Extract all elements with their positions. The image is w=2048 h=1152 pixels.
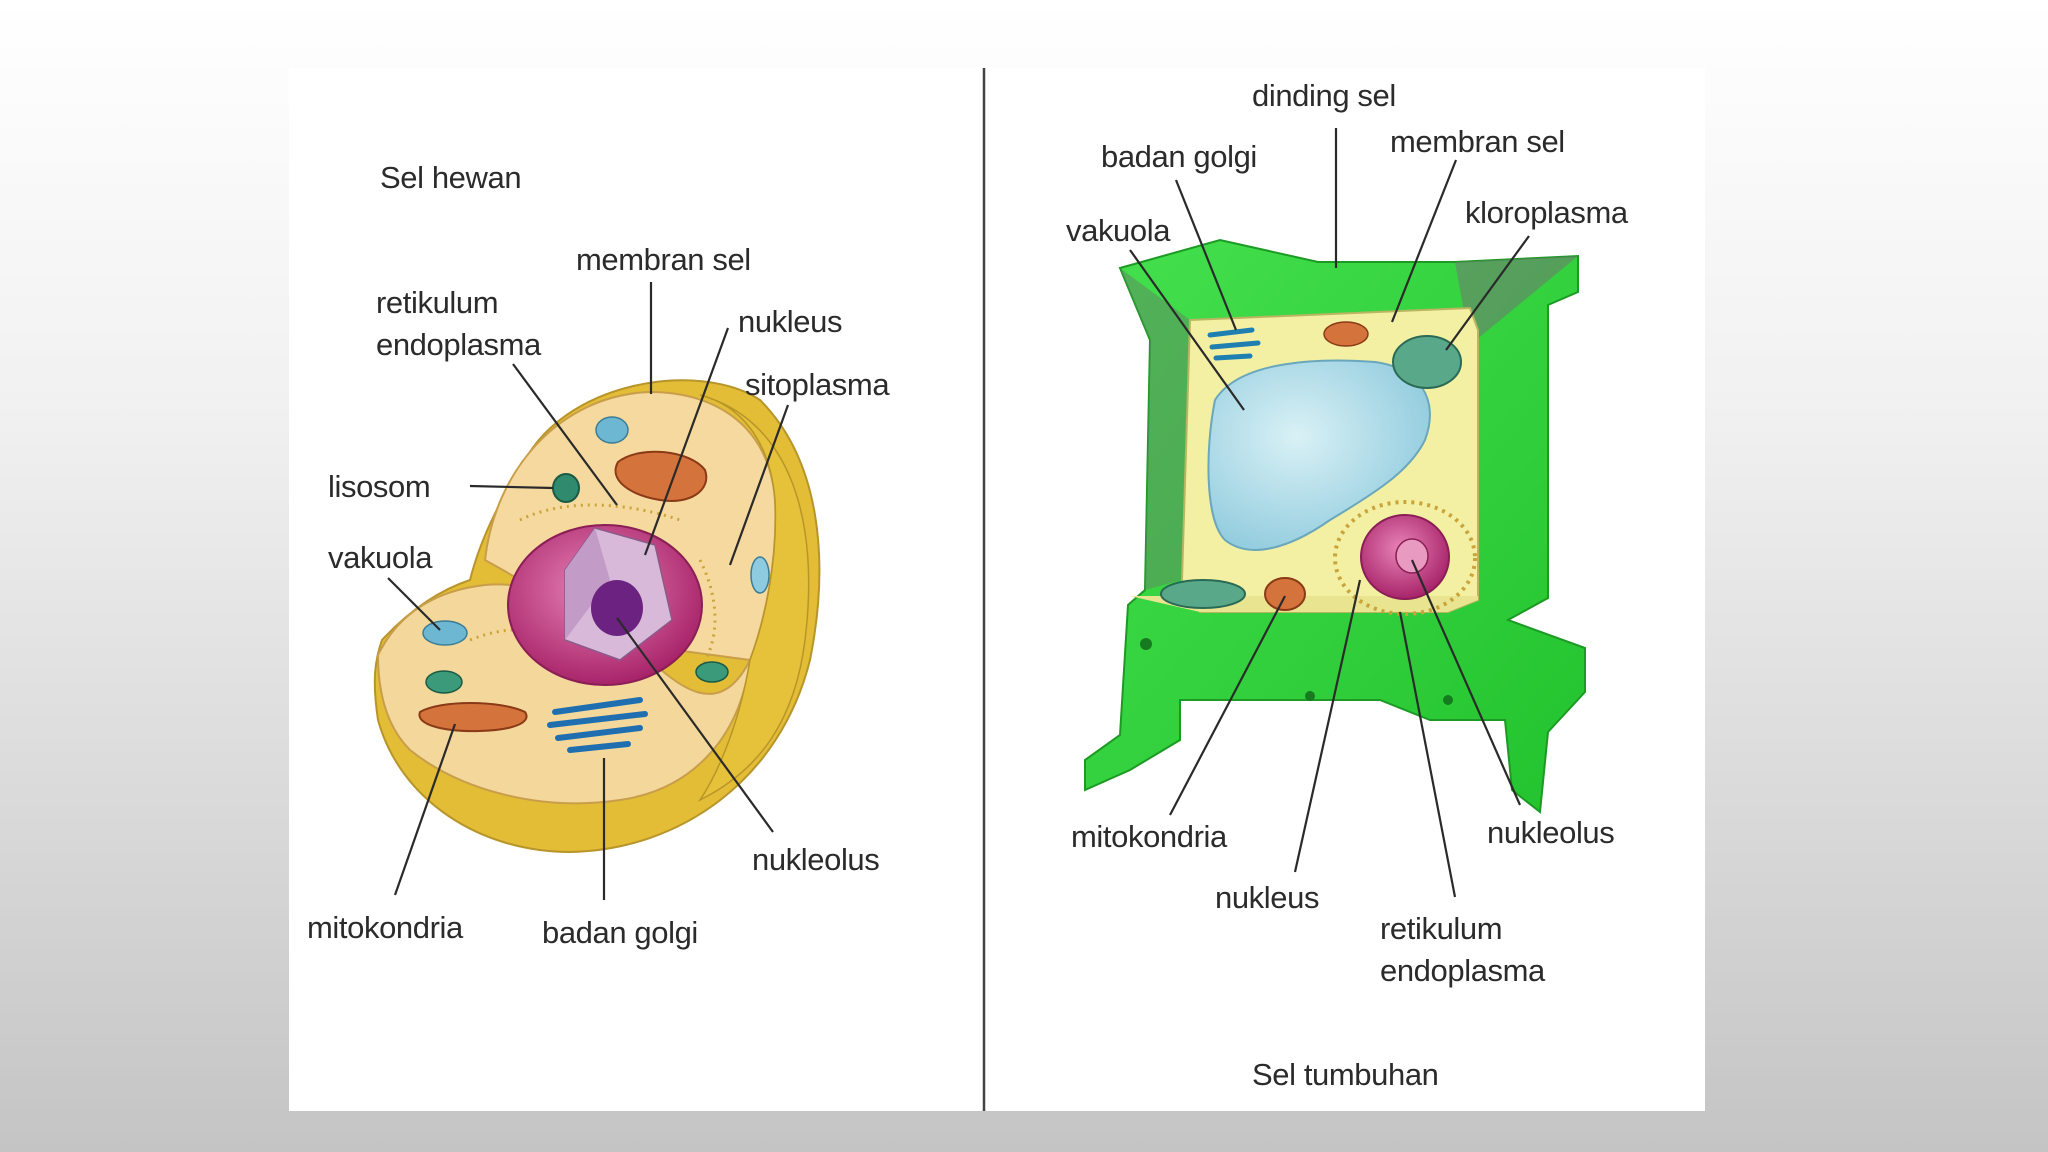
plant-title: Sel tumbuhan bbox=[1252, 1057, 1439, 1092]
plant-mitochondria-top bbox=[1323, 321, 1369, 347]
plant-chloroplast-lower bbox=[1160, 579, 1246, 609]
plant-nucleolus bbox=[1395, 538, 1429, 574]
animal-organelle bbox=[695, 661, 729, 683]
plant-er bbox=[1333, 500, 1477, 616]
animal-golgi bbox=[547, 697, 648, 753]
animal-label-mitokondria: mitokondria bbox=[307, 910, 464, 945]
animal-label-retikulum-1: retikulum bbox=[376, 285, 498, 320]
animal-label-vakuola: vakuola bbox=[328, 540, 433, 575]
animal-nucleus bbox=[507, 524, 703, 686]
plant-wall-pit bbox=[1140, 638, 1152, 650]
animal-title: Sel hewan bbox=[380, 160, 521, 195]
plant-wall-shadow bbox=[1455, 256, 1578, 345]
plant-vacuole bbox=[1207, 359, 1431, 551]
animal-vacuole bbox=[422, 620, 468, 646]
animal-labels: Sel hewan membran sel retikulum endoplas… bbox=[307, 160, 891, 950]
plant-label-vakuola: vakuola bbox=[1066, 213, 1171, 248]
animal-membrane-side bbox=[697, 394, 810, 802]
animal-vacuole-right bbox=[750, 556, 770, 594]
animal-label-badan-golgi: badan golgi bbox=[542, 915, 698, 950]
plant-label-nukleus: nukleus bbox=[1215, 880, 1319, 915]
animal-label-retikulum-2: endoplasma bbox=[376, 327, 542, 362]
plant-mitochondria-lower bbox=[1264, 577, 1306, 611]
animal-cell bbox=[373, 379, 821, 854]
animal-mitochondria-top bbox=[614, 450, 708, 502]
animal-mitochondria-bottom bbox=[418, 702, 528, 733]
animal-label-nukleolus: nukleolus bbox=[752, 842, 879, 877]
animal-vacuole-top bbox=[595, 416, 629, 444]
animal-label-membran-sel: membran sel bbox=[576, 242, 751, 277]
plant-label-kloroplasma: kloroplasma bbox=[1465, 195, 1629, 230]
plant-cell bbox=[1084, 238, 1586, 814]
animal-label-lisosom: lisosom bbox=[328, 469, 430, 504]
plant-label-dinding-sel: dinding sel bbox=[1252, 78, 1396, 113]
animal-organelle bbox=[425, 670, 463, 694]
animal-nucleolus bbox=[591, 580, 643, 636]
animal-leader-lines bbox=[387, 282, 790, 900]
plant-label-nukleolus: nukleolus bbox=[1487, 815, 1614, 850]
animal-label-sitoplasma: sitoplasma bbox=[745, 367, 890, 402]
animal-lysosome bbox=[552, 473, 580, 503]
plant-labels: dinding sel membran sel badan golgi klor… bbox=[1066, 78, 1629, 1092]
plant-label-retikulum-1: retikulum bbox=[1380, 911, 1502, 946]
plant-label-membran-sel: membran sel bbox=[1390, 124, 1565, 159]
plant-wall-shadow bbox=[1120, 268, 1190, 590]
plant-wall-pit bbox=[1305, 691, 1315, 701]
plant-golgi bbox=[1207, 327, 1261, 361]
plant-label-badan-golgi: badan golgi bbox=[1101, 139, 1257, 174]
plant-label-mitokondria: mitokondria bbox=[1071, 819, 1228, 854]
plant-chloroplast bbox=[1392, 335, 1462, 389]
plant-leader-lines bbox=[1129, 128, 1530, 898]
animal-label-nukleus: nukleus bbox=[738, 304, 842, 339]
plant-wall-pit bbox=[1443, 695, 1453, 705]
plant-label-retikulum-2: endoplasma bbox=[1380, 953, 1546, 988]
